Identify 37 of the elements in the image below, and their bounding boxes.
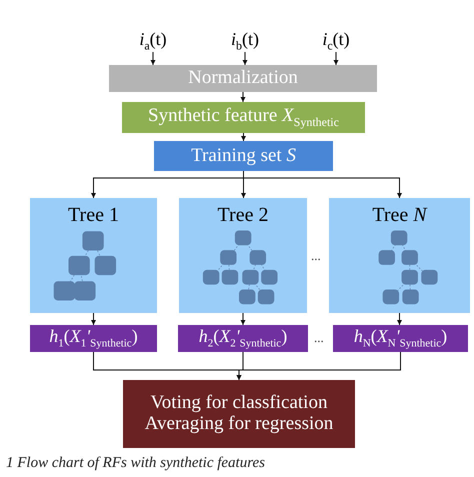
- output-box: [333, 325, 468, 352]
- box-label: Synthetic feature X$_{Synthetic}$: [148, 106, 339, 129]
- arrow: [91, 312, 96, 326]
- box-label: h$_{1}$(X$_{1}$'$_{Synthetic}$): [49, 327, 138, 350]
- process-box: [109, 65, 377, 92]
- tree-heading: Tree 2: [218, 204, 268, 226]
- input-signal-label: i$_{a}$(t): [133, 28, 173, 52]
- tree-box: [329, 198, 470, 313]
- output-box: [30, 325, 157, 352]
- arrow: [242, 52, 248, 66]
- output-box: [178, 325, 308, 352]
- input-signal-label: i$_{c}$(t): [316, 28, 356, 52]
- process-box: [122, 102, 365, 133]
- box-label: Voting for classfication: [150, 393, 328, 414]
- arrow: [241, 132, 246, 142]
- input-signal-label: i$_{b}$(t): [225, 28, 265, 52]
- ellipsis-label: ...: [311, 248, 321, 264]
- arrow: [397, 312, 402, 326]
- arrow: [334, 52, 338, 66]
- result-box: [123, 380, 355, 448]
- box-label: Normalization: [188, 68, 298, 89]
- arrow: [243, 170, 402, 198]
- tree-box: [179, 198, 307, 313]
- tree-heading: Tree 1: [68, 204, 119, 226]
- process-box: [154, 141, 333, 171]
- tree-box: [30, 198, 157, 313]
- arrow: [236, 352, 401, 380]
- figure-caption: 1 Flow chart of RFs with synthetic features: [6, 455, 265, 472]
- box-label: h$_{N}$(X$_{N}$'$_{Synthetic}$): [354, 327, 448, 350]
- arrow: [150, 52, 156, 66]
- tree-heading: Tree N: [372, 204, 427, 226]
- arrow: [240, 92, 246, 102]
- ellipsis-label: ...: [314, 330, 324, 346]
- arrow: [240, 312, 246, 326]
- box-label: Training set S: [191, 146, 296, 166]
- box-label: h$_{2}$(X$_{2}$'$_{Synthetic}$): [198, 327, 288, 350]
- box-label: Averaging for regression: [144, 414, 334, 435]
